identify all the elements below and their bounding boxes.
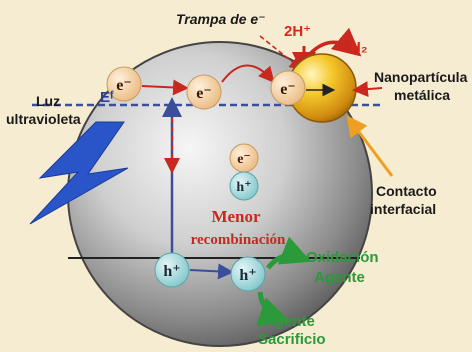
hole-valence-left: h⁺ [154, 252, 190, 288]
svg-text:h⁺: h⁺ [239, 267, 256, 284]
nanoparticle-pointer-arrow [352, 81, 383, 98]
electron-recombination: e⁻ [229, 143, 259, 173]
nanoparticle-label-line2: metálica [394, 87, 450, 103]
contact-pointer-arrow [346, 115, 394, 177]
trap-to-nanoparticle-arrow [221, 64, 275, 84]
oxidation-label-line1: Oxidación [306, 249, 379, 266]
fermi-level-label: Eᶠ [100, 89, 114, 106]
electron-conduction-middle: e⁻ [186, 74, 222, 110]
sacrificial-label-line2: Sacrificio [258, 331, 326, 348]
h2-label: H₂ [350, 39, 368, 56]
svg-text:h⁺: h⁺ [163, 263, 180, 280]
oxidation-label-line2: Agente [314, 269, 365, 286]
svg-text:e⁻: e⁻ [116, 77, 132, 94]
trap-label: Trampa de e⁻ [176, 11, 266, 27]
contact-label-line1: Contacto [376, 183, 437, 199]
recombination-label-line2: recombinación [191, 232, 286, 248]
hole-transfer-arrow [189, 263, 234, 280]
uv-label-line2: ultravioleta [6, 111, 81, 127]
contact-label-line2: interfacial [370, 201, 436, 217]
svg-text:e⁻: e⁻ [237, 152, 251, 167]
svg-text:h⁺: h⁺ [236, 180, 251, 195]
electron-transfer-arrow [141, 79, 189, 96]
sacrificial-label-line1: Agente [264, 313, 315, 330]
nanoparticle-label-line1: Nanopartícula [374, 69, 468, 85]
recombination-label-line1: Menor [211, 207, 261, 226]
electron-trapped: e⁻ [270, 70, 306, 106]
lightning-icon [29, 121, 129, 225]
hole-recombination: h⁺ [229, 171, 259, 201]
sacrificial-arrow [256, 291, 290, 326]
svg-text:e⁻: e⁻ [196, 85, 212, 102]
hole-valence-right: h⁺ [230, 256, 266, 292]
uv-label-line1: Luz [36, 93, 60, 109]
oxidation-arrow [266, 236, 312, 270]
two-h-label: 2H⁺ [284, 23, 311, 40]
electron-conduction-left: e⁻ [106, 66, 142, 102]
svg-text:e⁻: e⁻ [280, 81, 296, 98]
